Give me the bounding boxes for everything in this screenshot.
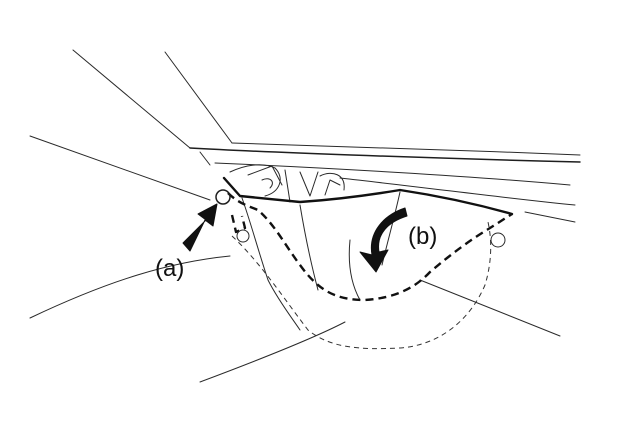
pivot-circle-a — [215, 189, 231, 205]
label-a: (a) — [155, 255, 184, 282]
arrow-b-icon — [359, 207, 408, 273]
dashboard-trim-panel — [189, 142, 581, 223]
pivot-circle-inner — [236, 229, 250, 243]
pivot-circle-right — [490, 232, 506, 248]
inner-mechanism — [229, 164, 345, 203]
glove-box-lid-edge — [222, 176, 514, 216]
arrow-a-icon — [182, 203, 218, 252]
label-b: (b) — [408, 223, 437, 250]
vehicle-body-outline — [29, 49, 561, 383]
lid-inner-dashed — [230, 214, 247, 234]
lower-dashed-outline — [231, 221, 492, 350]
